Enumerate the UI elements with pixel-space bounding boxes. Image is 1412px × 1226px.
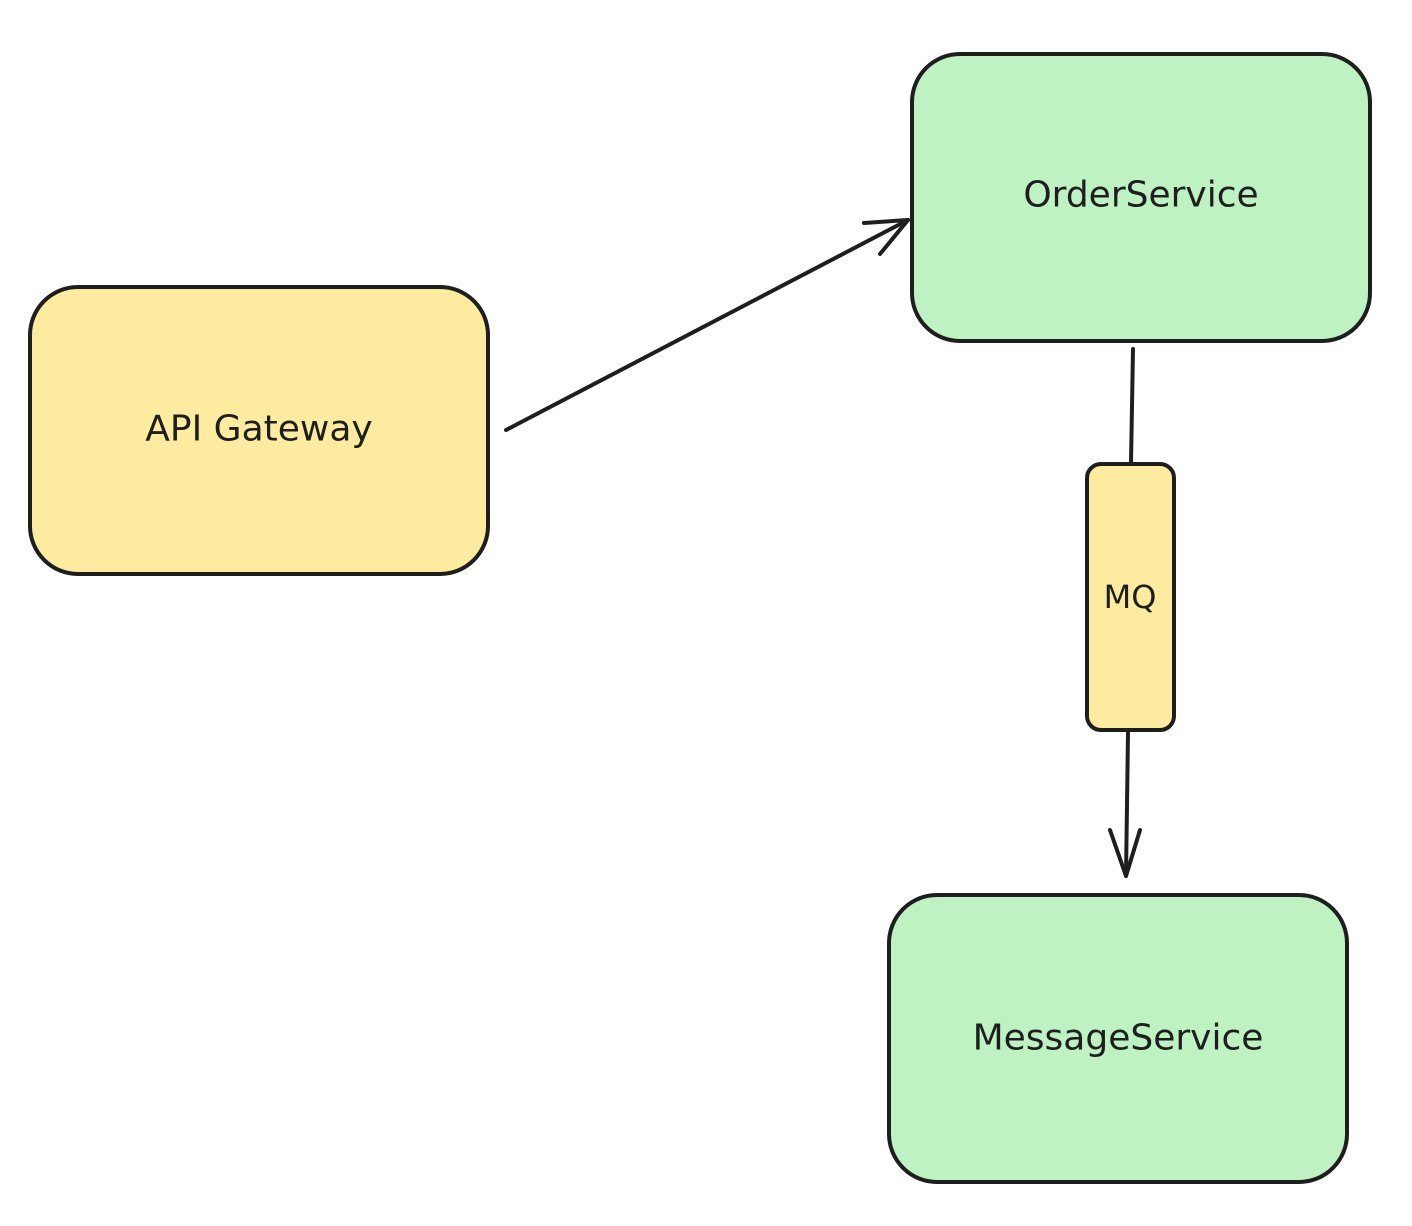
node-order-service-label: OrderService xyxy=(1023,175,1258,216)
node-order-service-box xyxy=(910,52,1372,343)
edge-api-gateway-to-order-service xyxy=(504,218,910,432)
edge-api-gateway-to-order-service-arrowhead xyxy=(862,218,910,256)
node-mq-label: MQ xyxy=(1104,578,1157,616)
edge-mq-to-message-service xyxy=(1124,731,1130,878)
node-message-service-label: MessageService xyxy=(973,1018,1264,1059)
node-mq-box xyxy=(1085,462,1176,732)
edge-mq-to-message-service-arrowhead xyxy=(1108,828,1142,878)
node-message-service[interactable]: MessageService xyxy=(887,893,1349,1184)
edge-order-service-to-mq xyxy=(1129,347,1135,465)
node-message-service-box xyxy=(887,893,1349,1184)
node-order-service[interactable]: OrderService xyxy=(910,52,1372,343)
node-api-gateway-box xyxy=(28,285,490,576)
node-api-gateway-label: API Gateway xyxy=(145,409,372,450)
node-mq[interactable]: MQ xyxy=(1085,462,1176,732)
node-api-gateway[interactable]: API Gateway xyxy=(28,285,490,576)
